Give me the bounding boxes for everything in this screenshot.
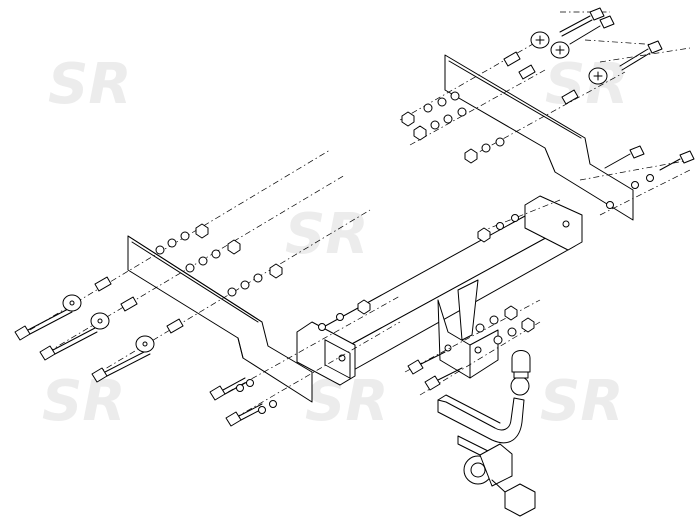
- watermark: SR: [42, 369, 125, 434]
- right-mounting-bracket: [444, 54, 634, 221]
- right-washers-nuts: [401, 31, 654, 243]
- left-mounting-bracket: [127, 235, 313, 403]
- left-bolts: [14, 307, 265, 427]
- right-end-plate: [524, 195, 583, 251]
- electric-socket: [457, 435, 536, 517]
- left-washers-nuts: [62, 223, 371, 414]
- left-end-plate: [296, 321, 356, 386]
- watermark-layer: SR SR SR SR SR SR: [42, 52, 628, 434]
- watermark: SR: [545, 52, 628, 117]
- tow-ball-neck: [437, 350, 531, 444]
- right-bolts: [559, 7, 695, 171]
- watermark: SR: [48, 52, 131, 117]
- center-fasteners: [407, 305, 535, 391]
- watermark: SR: [540, 369, 623, 434]
- watermark: SR: [285, 202, 368, 267]
- center-drop-bracket: [437, 279, 499, 379]
